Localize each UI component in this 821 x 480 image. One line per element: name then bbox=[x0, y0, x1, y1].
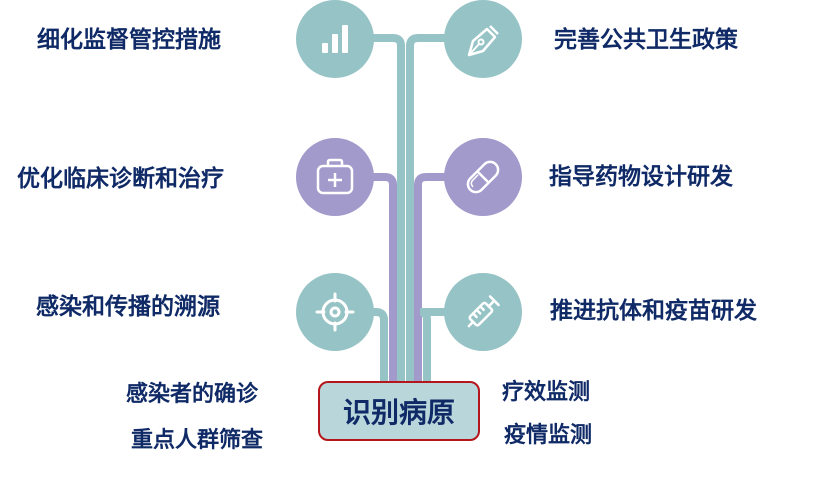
center-box-identify-pathogen: 识别病原 bbox=[318, 381, 480, 441]
label-efficacy-monitoring: 疗效监测 bbox=[502, 380, 591, 405]
pen-nib-icon-circle bbox=[444, 0, 522, 78]
label-trace-transmission: 感染和传播的溯源 bbox=[36, 294, 220, 320]
syringe-icon-circle bbox=[444, 273, 522, 351]
label-confirm-infected: 感染者的确诊 bbox=[126, 382, 259, 407]
label-optimize-diagnosis: 优化临床诊断和治疗 bbox=[17, 166, 224, 192]
label-public-health-policy: 完善公共卫生政策 bbox=[554, 27, 738, 53]
label-vaccine-development: 推进抗体和疫苗研发 bbox=[550, 298, 757, 324]
pill-capsule-icon-circle bbox=[444, 138, 522, 216]
bar-chart-icon-circle bbox=[296, 0, 374, 78]
target-icon-circle bbox=[296, 273, 374, 351]
medical-kit-icon-circle bbox=[296, 138, 374, 216]
syringe-icon bbox=[467, 295, 500, 328]
pill-capsule-icon bbox=[466, 160, 500, 194]
label-screen-key-groups: 重点人群筛查 bbox=[131, 428, 264, 453]
center-label: 识别病原 bbox=[342, 396, 455, 429]
label-drug-design: 指导药物设计研发 bbox=[549, 164, 733, 190]
pen-nib-icon bbox=[467, 25, 499, 57]
medical-kit-icon bbox=[316, 158, 354, 195]
label-epidemic-monitoring: 疫情监测 bbox=[504, 423, 593, 448]
target-icon bbox=[315, 292, 355, 332]
label-refine-supervision: 细化监督管控措施 bbox=[37, 27, 221, 53]
bar-chart-icon bbox=[322, 25, 348, 53]
